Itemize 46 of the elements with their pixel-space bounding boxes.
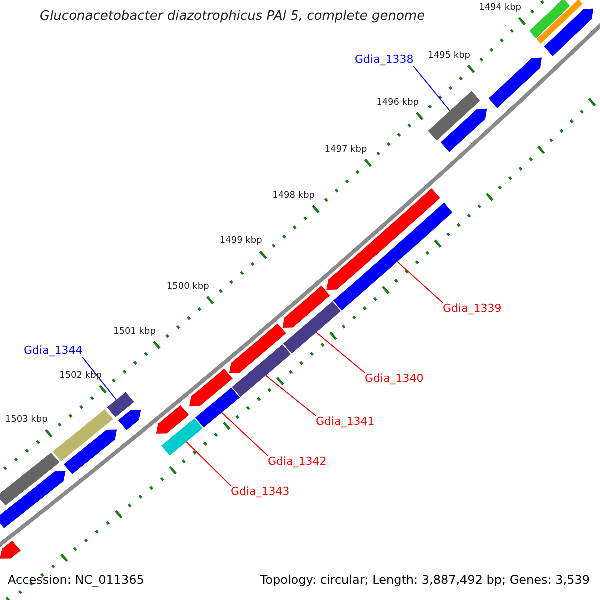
tick-label: 1497 kbp xyxy=(324,144,368,155)
gene-label: Gdia_1343 xyxy=(231,486,290,499)
leader-line xyxy=(316,332,366,374)
gene-block xyxy=(161,418,204,456)
tick-label: 1500 kbp xyxy=(166,282,210,292)
gene-block xyxy=(107,392,134,418)
gene-block xyxy=(0,452,60,506)
leader-line xyxy=(266,375,316,416)
gene-block xyxy=(229,324,286,374)
gene-block xyxy=(283,302,342,354)
leader-line xyxy=(82,357,117,400)
gene-block xyxy=(282,286,330,328)
gene-block xyxy=(52,410,114,462)
leader-line xyxy=(413,66,451,112)
tick-label: 1498 kbp xyxy=(272,190,315,201)
tick-label: 1494 kbp xyxy=(479,3,522,14)
gene-label: Gdia_1338 xyxy=(355,54,414,67)
tick-label: 1496 kbp xyxy=(376,98,419,108)
gene-block xyxy=(326,188,440,290)
gene-label: Gdia_1339 xyxy=(443,303,502,316)
info-text: Topology: circular; Length: 3,887,492 bp; Genes: 3,539 xyxy=(260,574,590,588)
gene-block xyxy=(0,471,66,528)
gene-block xyxy=(64,430,118,474)
gene-block xyxy=(488,58,542,108)
tick-label: 1501 kbp xyxy=(114,326,156,337)
info-text: Accession: NC_011365 xyxy=(8,574,144,588)
gene-block xyxy=(428,91,480,141)
tick-label: 1495 kbp xyxy=(428,50,470,62)
gene-block xyxy=(190,369,233,407)
gene-block xyxy=(0,541,21,559)
gene-block xyxy=(156,406,190,434)
gene-label: Gdia_1341 xyxy=(316,416,375,429)
gene-block xyxy=(440,108,488,152)
tick-label: 1499 kbp xyxy=(220,236,262,247)
gene-label: Gdia_1344 xyxy=(24,345,83,358)
gene-block xyxy=(232,344,292,397)
gene-block xyxy=(195,388,240,428)
leader-line xyxy=(222,412,268,456)
gene-label: Gdia_1342 xyxy=(268,456,327,469)
gene-block xyxy=(544,8,594,56)
tick-label: 1503 kbp xyxy=(5,414,48,426)
gene-block xyxy=(118,410,142,430)
map-title: Gluconacetobacter diazotrophicus PAl 5, complete genome xyxy=(40,10,426,25)
gene-block xyxy=(530,0,570,39)
gene-block xyxy=(536,0,583,44)
gene-label: Gdia_1340 xyxy=(365,373,424,386)
